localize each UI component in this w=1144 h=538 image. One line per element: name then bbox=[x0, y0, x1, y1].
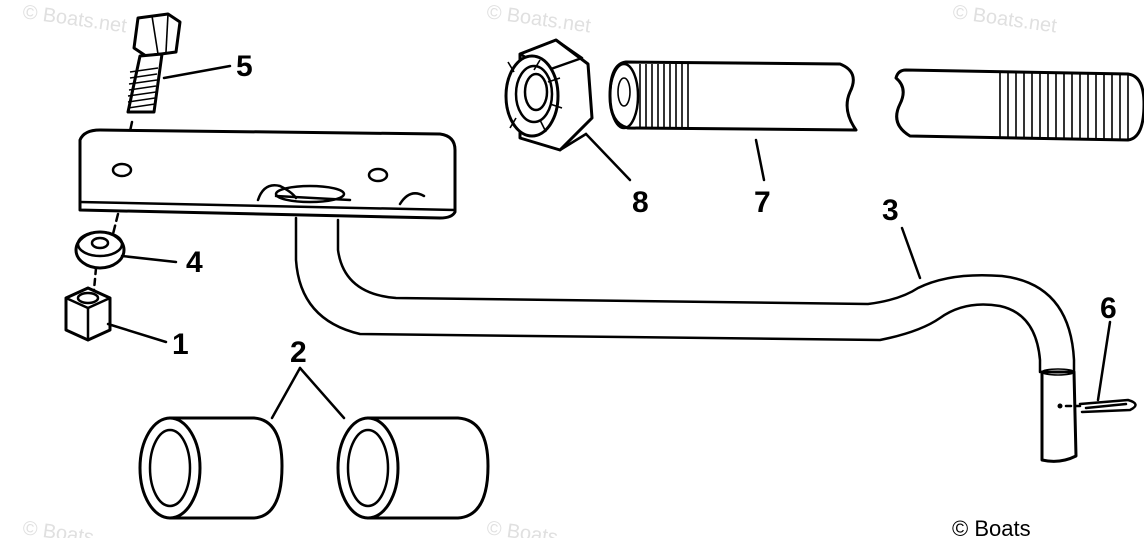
callout-1: 1 bbox=[172, 328, 189, 361]
part-5-bolt bbox=[124, 12, 182, 152]
callout-3: 3 bbox=[882, 194, 899, 227]
watermark-top-center: © Boats.net bbox=[485, 1, 592, 37]
steering-bracket bbox=[78, 128, 457, 240]
callout-6: 6 bbox=[1100, 292, 1117, 325]
part-8-lock-nut bbox=[504, 38, 594, 152]
part-2-bushing-left bbox=[138, 416, 284, 520]
callout-4: 4 bbox=[186, 246, 203, 279]
part-2-bushing-right bbox=[336, 416, 490, 520]
watermark-bottom-right: © Boats bbox=[952, 516, 1031, 538]
watermark-top-right: © Boats.net bbox=[951, 1, 1058, 37]
callout-2: 2 bbox=[290, 336, 307, 369]
part-4-washer bbox=[74, 230, 126, 292]
part-3-link-rod bbox=[294, 216, 1078, 463]
part-6-cotter-pin bbox=[1064, 398, 1137, 414]
callout-5: 5 bbox=[236, 50, 253, 83]
watermark-bottom-center: © Boats bbox=[485, 517, 559, 538]
callout-8: 8 bbox=[632, 186, 649, 219]
watermark-top-left: © Boats.net bbox=[21, 1, 128, 37]
leader-lines bbox=[106, 64, 1112, 420]
callout-7: 7 bbox=[754, 186, 771, 219]
part-7-threaded-tube bbox=[608, 60, 1144, 142]
watermark-bottom-left: © Boats bbox=[21, 517, 95, 538]
part-1-nut bbox=[64, 286, 112, 342]
